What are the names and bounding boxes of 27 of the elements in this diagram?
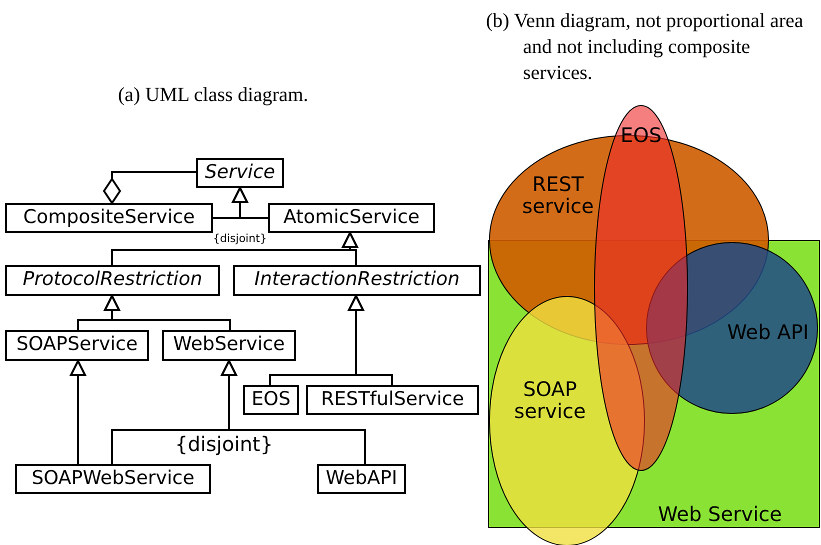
generalization-arrow bbox=[232, 187, 268, 219]
generalization-arrow bbox=[70, 360, 86, 464]
class-box: SOAPService bbox=[5, 330, 149, 361]
constraint-label: {disjoint} bbox=[175, 434, 273, 454]
set-label: EOS bbox=[619, 124, 663, 146]
subfigure-caption: (a) UML class diagram. bbox=[118, 83, 310, 108]
class-box: WebService bbox=[162, 330, 296, 361]
set-label: REST service bbox=[521, 173, 595, 217]
class-box: AtomicService bbox=[268, 203, 435, 233]
class-box: SOAPWebService bbox=[15, 464, 211, 494]
abstract-class-box: ProtocolRestriction bbox=[5, 265, 220, 296]
abstract-class-box: InteractionRestriction bbox=[233, 265, 481, 296]
class-box: CompositeService bbox=[5, 203, 213, 233]
generalization-arrow bbox=[348, 295, 393, 385]
generalization-arrow bbox=[221, 360, 366, 464]
class-box: EOS bbox=[243, 385, 299, 415]
class-box: RESTfulService bbox=[306, 385, 479, 415]
constraint-label: {disjoint} bbox=[213, 233, 267, 244]
abstract-class-box: Service bbox=[196, 158, 284, 188]
generalization-arrow bbox=[342, 232, 358, 265]
class-box: WebAPI bbox=[317, 464, 406, 494]
aggregation-connector bbox=[103, 171, 196, 204]
set-label: Web Service bbox=[657, 503, 783, 525]
generalization-arrow bbox=[104, 295, 231, 330]
subfigure-caption: (b) Venn diagram, not proportional area and not including composite services. bbox=[486, 9, 804, 86]
set-label: Web API bbox=[726, 321, 810, 343]
set-label: SOAP service bbox=[513, 378, 587, 422]
